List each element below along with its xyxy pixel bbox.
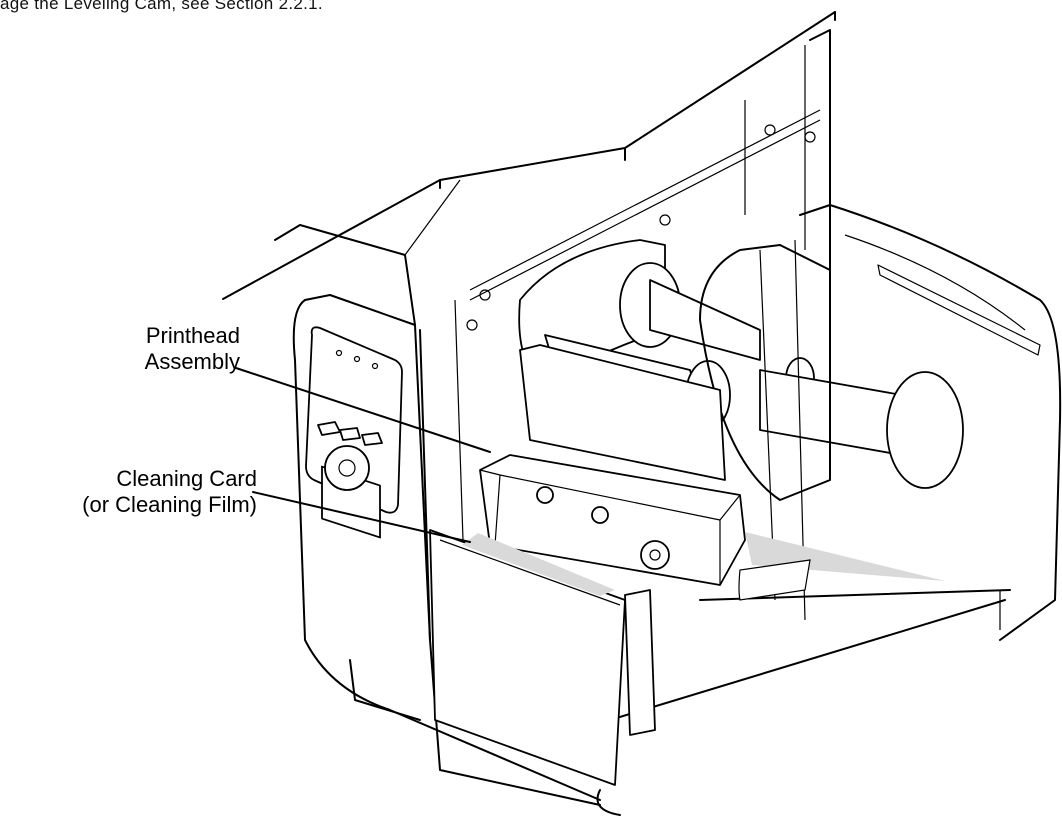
cleaning-card-label-line1: Cleaning Card bbox=[116, 466, 257, 491]
cleaning-card-leader-line bbox=[252, 491, 471, 543]
instruction-text: age the Leveling Cam, see Section 2.2.1. bbox=[0, 0, 323, 13]
cleaning-card-left bbox=[462, 533, 615, 596]
control-panel bbox=[305, 326, 403, 539]
cleaning-card-right bbox=[745, 532, 945, 581]
printhead-assembly bbox=[479, 344, 746, 586]
printhead-label-line1: Printhead bbox=[145, 323, 240, 348]
cleaning-card bbox=[462, 532, 945, 601]
printhead-assembly-label: Printhead Assembly bbox=[80, 323, 240, 375]
ribbon-supply bbox=[518, 239, 964, 621]
cleaning-card-label: Cleaning Card (or Cleaning Film) bbox=[2, 466, 257, 518]
printhead-leader-line bbox=[235, 367, 491, 453]
printhead-label-line2: Assembly bbox=[144, 349, 240, 374]
cleaning-card-label-line2: (or Cleaning Film) bbox=[82, 492, 257, 517]
media-guide bbox=[738, 559, 811, 601]
